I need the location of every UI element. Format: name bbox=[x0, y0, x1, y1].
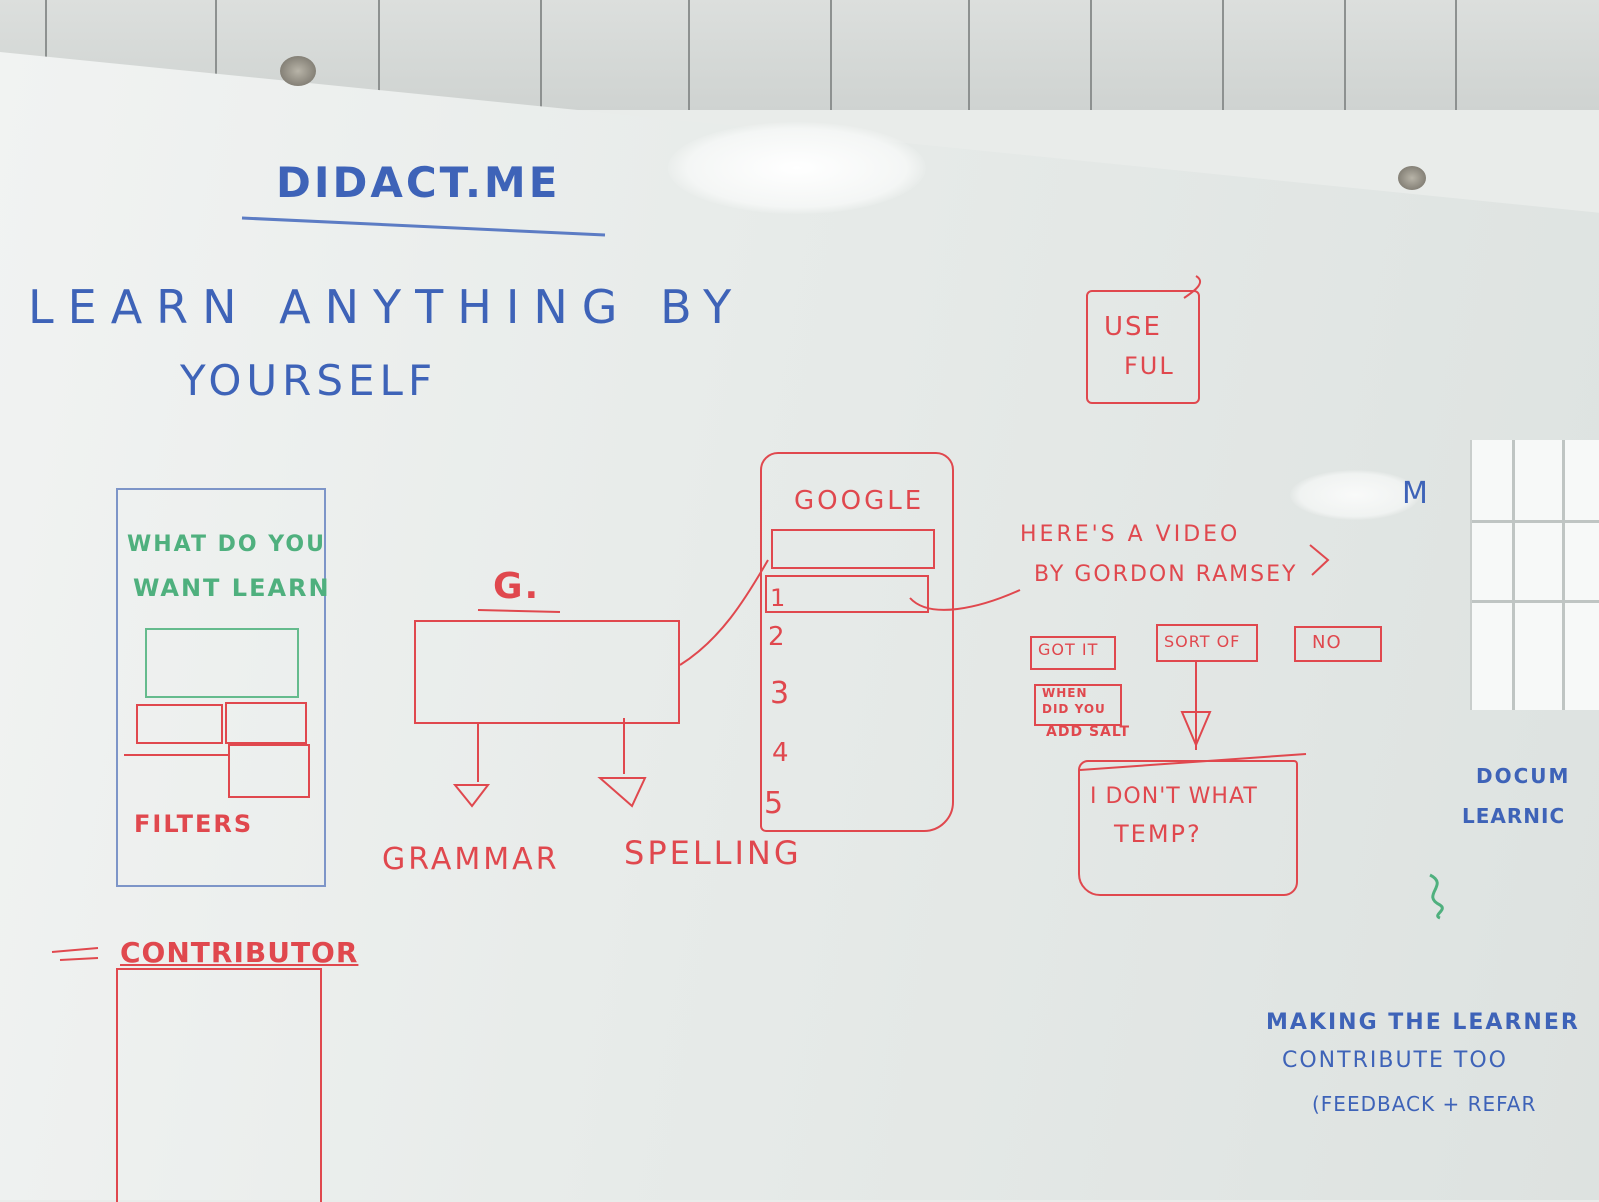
choice-no-label: NO bbox=[1312, 632, 1342, 653]
followup-box bbox=[1034, 684, 1122, 726]
window-reflection bbox=[1470, 440, 1599, 710]
making-line-3: (FEEDBACK + REFAR bbox=[1312, 1092, 1537, 1116]
tagline-line-1: LEARN ANYTHING BY bbox=[28, 280, 746, 334]
doc-line-1: DOCUM bbox=[1476, 764, 1571, 788]
making-line-2: CONTRIBUTE TOO bbox=[1282, 1048, 1508, 1073]
choice-sort-of-label: SORT OF bbox=[1164, 632, 1241, 651]
video-caption-1: HERE'S A VIDEO bbox=[1020, 522, 1241, 547]
video-caption-2: BY GORDON RAMSEY bbox=[1034, 562, 1298, 587]
board-title: DIDACT.ME bbox=[276, 158, 561, 207]
followup-line-3: ADD SALT bbox=[1046, 724, 1131, 740]
tagline-line-2: YOURSELF bbox=[180, 356, 438, 405]
branch-grammar: GRAMMAR bbox=[382, 842, 560, 877]
choice-sort-of bbox=[1156, 624, 1258, 662]
followup-line-1: WHEN bbox=[1042, 686, 1088, 700]
light-reflection bbox=[668, 122, 926, 214]
result-item-2: 2 bbox=[768, 622, 789, 652]
useful-line-1: USE bbox=[1104, 312, 1162, 342]
board-mount-right bbox=[1398, 166, 1426, 190]
followup-line-2: DID YOU bbox=[1042, 702, 1106, 716]
useful-box bbox=[1086, 290, 1200, 404]
search-box bbox=[414, 620, 680, 724]
contributor-box bbox=[116, 968, 322, 1202]
choice-got-it-label: GOT IT bbox=[1038, 640, 1099, 659]
result-item-3: 3 bbox=[770, 676, 794, 711]
doc-line-2: LEARNIC bbox=[1462, 804, 1566, 828]
left-sketch-frame bbox=[116, 488, 326, 887]
right-m-label: M bbox=[1402, 476, 1432, 511]
contributor-label: CONTRIBUTOR bbox=[120, 936, 359, 969]
filters-label: FILTERS bbox=[134, 810, 254, 838]
result-item-5: 5 bbox=[764, 786, 788, 821]
result-item-1: 1 bbox=[770, 584, 790, 612]
results-header: GOOGLE bbox=[794, 486, 925, 516]
useful-line-2: FUL bbox=[1124, 352, 1175, 380]
board-mount-left bbox=[280, 56, 316, 86]
results-frame bbox=[760, 452, 954, 832]
question-line-1: I DON'T WHAT bbox=[1090, 784, 1258, 809]
lamp-reflection bbox=[1290, 470, 1420, 520]
question-box bbox=[1078, 760, 1298, 896]
left-sketch-prompt-2: WANT LEARN bbox=[133, 574, 331, 602]
choice-got-it bbox=[1030, 636, 1116, 670]
making-line-1: MAKING THE LEARNER bbox=[1266, 1010, 1580, 1035]
left-sketch-prompt-1: WHAT DO YOU bbox=[127, 532, 326, 557]
branch-spelling: SPELLING bbox=[624, 834, 802, 872]
choice-no bbox=[1294, 626, 1382, 662]
result-item-4: 4 bbox=[772, 738, 793, 768]
search-logo: G. bbox=[493, 566, 541, 607]
question-line-2: TEMP? bbox=[1114, 820, 1202, 848]
left-sketch-input-box bbox=[145, 628, 299, 698]
